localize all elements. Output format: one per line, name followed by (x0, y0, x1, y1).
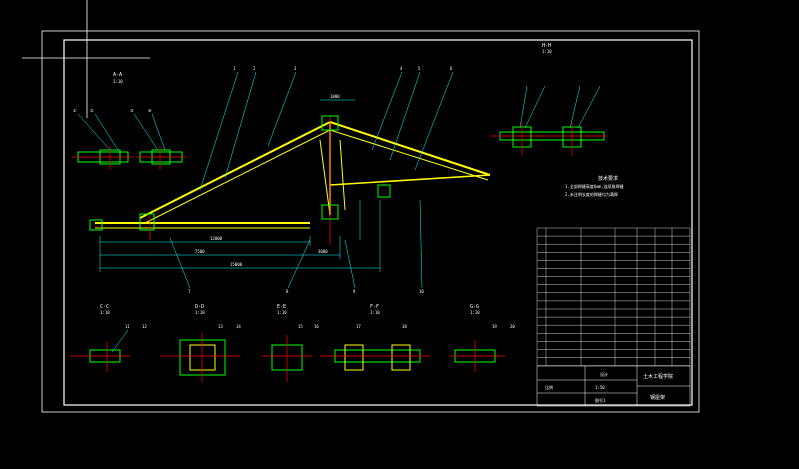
callout-5: 5 (418, 66, 421, 71)
section-e-label-1: 15 (298, 324, 303, 329)
section-view-b: ③ ④ (130, 108, 186, 170)
title-block (536, 365, 691, 407)
section-b-label-2: ④ (148, 108, 152, 113)
title-block-scale-label: 比例 (545, 384, 553, 390)
dim-span-mid: 3000 (318, 249, 328, 254)
section-view-right: H-H 1:10 (490, 43, 608, 156)
section-d-label-2: 14 (236, 324, 241, 329)
inner-frame (63, 39, 693, 406)
svg-text:H-H: H-H (542, 43, 551, 49)
dim-half: 7500 (195, 249, 205, 254)
callout-6: 6 (450, 66, 453, 71)
callout-8: 8 (286, 289, 289, 294)
section-e-title: E-E (277, 304, 286, 310)
section-g-label-1: 19 (492, 324, 497, 329)
callout-7: 7 (188, 289, 191, 294)
section-a-label-2: ② (90, 108, 94, 113)
section-c-label-2: 12 (142, 324, 147, 329)
section-g-scale: 1:10 (470, 310, 480, 315)
section-d-scale: 1:10 (195, 310, 205, 315)
callout-2: 2 (253, 66, 256, 71)
svg-text:1:10: 1:10 (542, 49, 552, 54)
callout-4: 4 (400, 66, 403, 71)
section-g-label-2: 20 (510, 324, 515, 329)
callout-1: 1 (233, 66, 236, 71)
section-d-label-1: 13 (218, 324, 223, 329)
truss-elevation: 1 2 3 4 5 6 7 8 9 10 12000 7500 15000 30… (89, 66, 491, 294)
section-c-scale: 1:10 (100, 310, 110, 315)
title-block-designer: 设计 (600, 371, 608, 377)
section-b-label-1: ③ (130, 108, 134, 113)
section-a-scale: 1:10 (113, 79, 123, 84)
outer-frame (41, 30, 700, 413)
note-1: 1.全部焊缝高度6mm,连续角焊缝 (565, 183, 623, 189)
section-e-label-2: 16 (314, 324, 319, 329)
section-g-title: G-G (470, 304, 479, 310)
dim-span-left: 12000 (210, 236, 223, 241)
callout-3: 3 (294, 66, 297, 71)
section-view-a: A-A 1:10 ① ② (72, 72, 133, 170)
notes-title: 技术要求 (598, 175, 618, 182)
title-block-institute: 土木工程学院 (643, 373, 673, 380)
title-block-drawing-name: 钢屋架 (650, 394, 665, 401)
technical-notes: 技术要求 1.全部焊缝高度6mm,连续角焊缝 2.未注明长度的焊缝均为满焊 (565, 175, 623, 197)
dim-span-total: 15000 (230, 262, 243, 267)
title-block-sheet-no: 图号1 (595, 397, 606, 403)
callout-9: 9 (353, 289, 356, 294)
section-f-label-2: 18 (402, 324, 407, 329)
section-f-title: F-F (370, 304, 379, 310)
section-c-label-1: 11 (125, 324, 130, 329)
bottom-sections: C-C 1:10 11 12 D-D 1:10 13 14 E-E 1:10 1… (70, 304, 515, 382)
section-a-label-1: ① (73, 108, 77, 113)
callout-10: 10 (419, 289, 424, 294)
section-c-title: C-C (100, 304, 109, 310)
dim-height: 1800 (330, 94, 340, 99)
note-2: 2.未注明长度的焊缝均为满焊 (565, 191, 618, 197)
parts-list-table (536, 227, 691, 366)
section-f-label-1: 17 (356, 324, 361, 329)
title-block-scale: 1:50 (595, 385, 605, 390)
section-e-scale: 1:10 (277, 310, 287, 315)
cursor-crosshair (22, 0, 150, 118)
section-d-title: D-D (195, 304, 204, 310)
section-a-title: A-A (113, 72, 122, 78)
section-f-scale: 1:10 (370, 310, 380, 315)
